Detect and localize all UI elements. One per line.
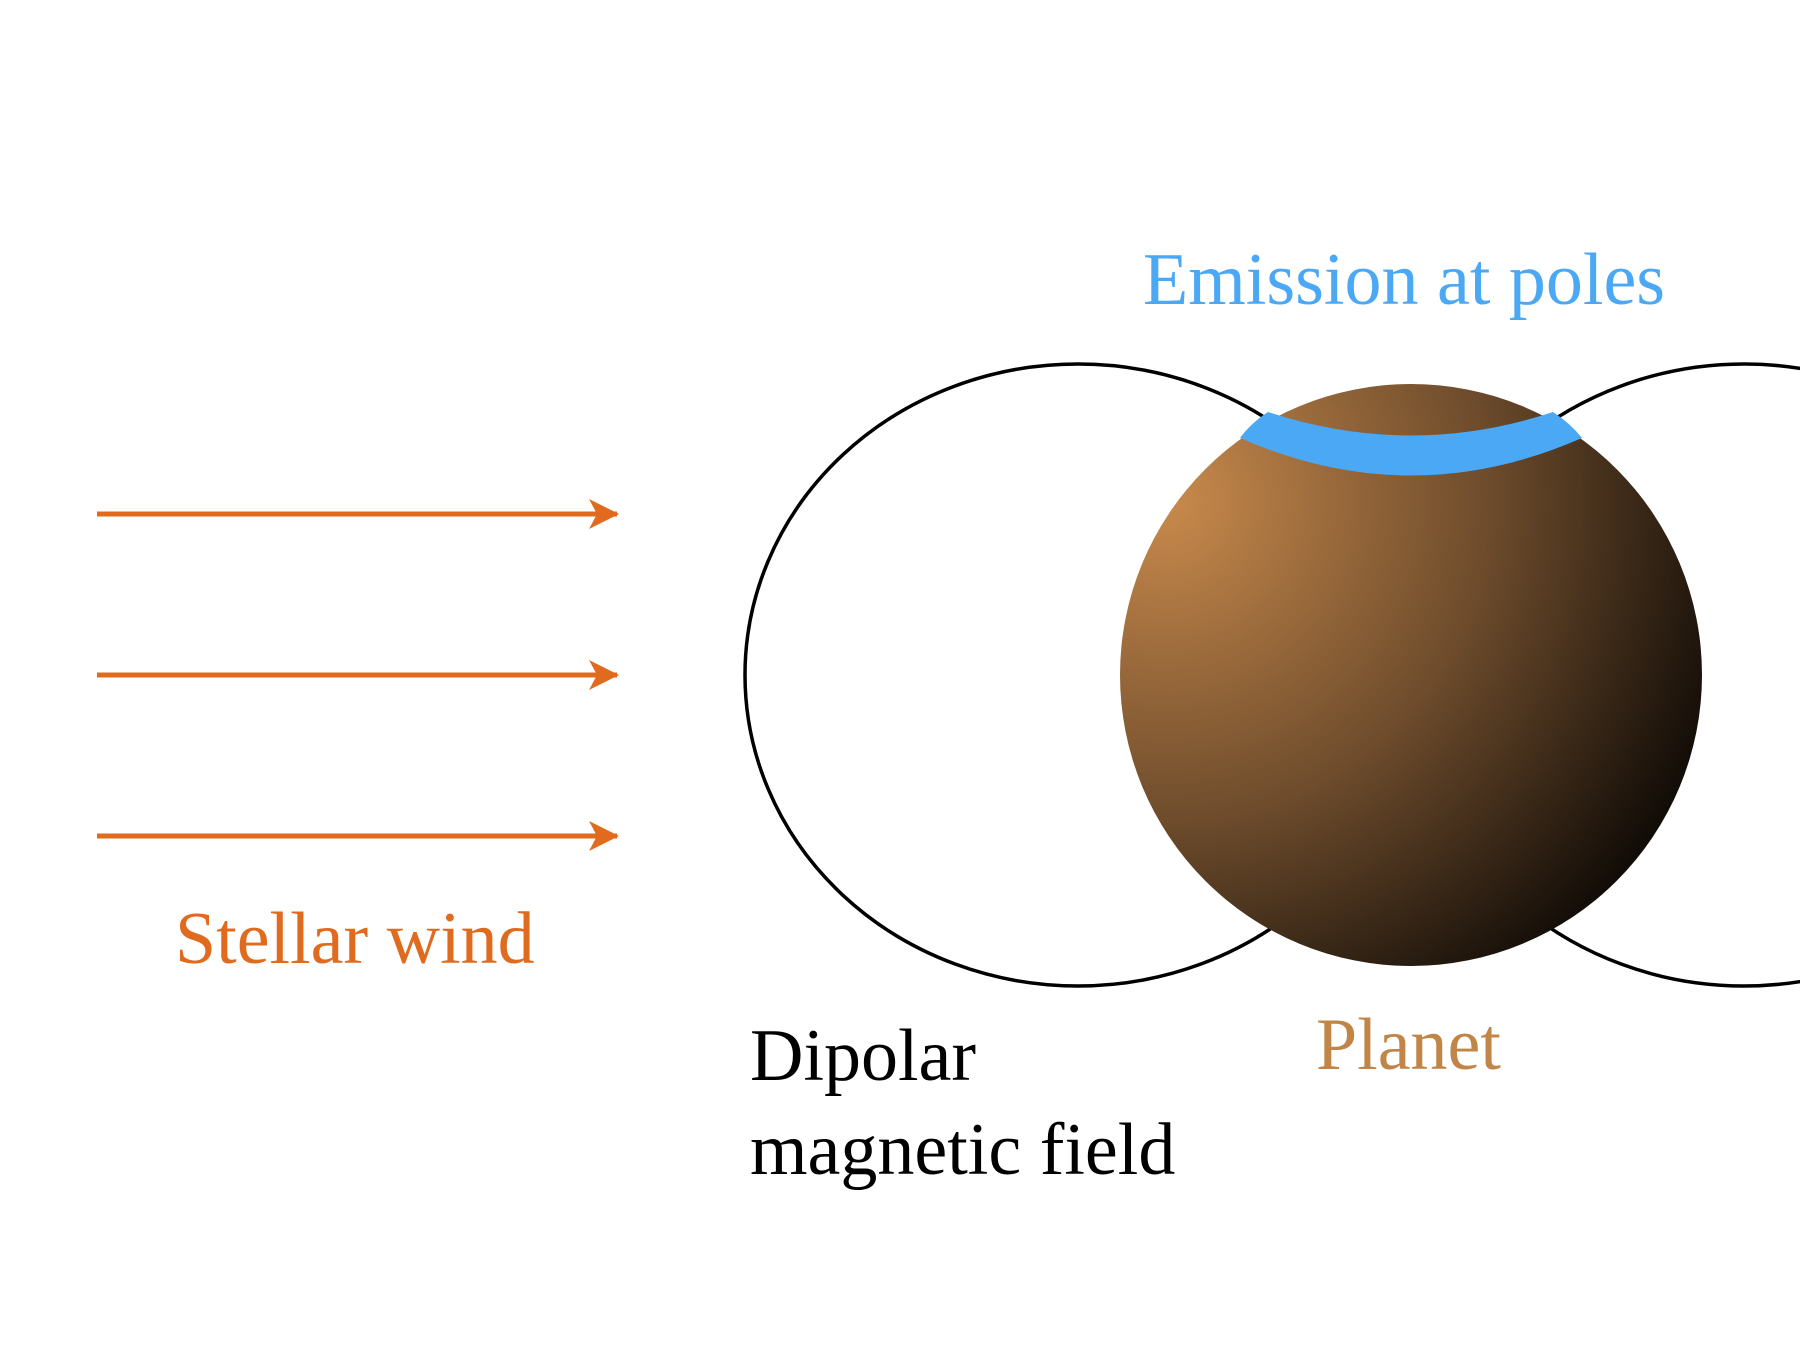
stellar-wind-label: Stellar wind [175,898,535,980]
planet-sphere [1120,384,1702,966]
field-label-line1: Dipolar [750,1015,977,1097]
planet-label: Planet [1316,1004,1501,1086]
polar-emission-band [1240,412,1582,476]
stellar-wind-arrows [97,499,619,851]
field-label-line2: magnetic field [750,1109,1176,1191]
emission-label: Emission at poles [1143,239,1666,321]
